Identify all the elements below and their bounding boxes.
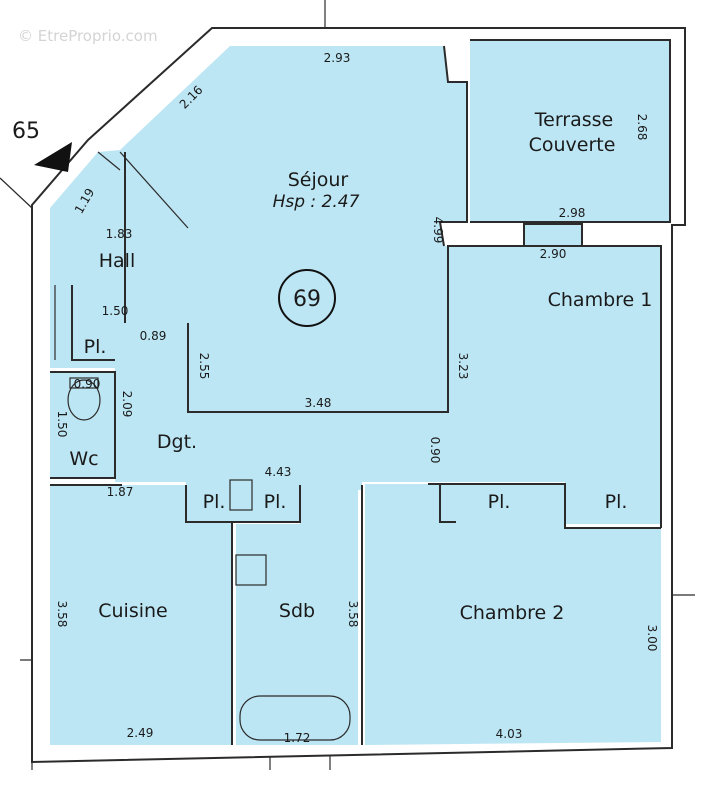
door-entry xyxy=(97,151,121,171)
terrasse-room xyxy=(470,40,670,222)
sejour-room xyxy=(120,46,467,412)
wall-terrasse-step xyxy=(523,223,583,246)
wc-room xyxy=(50,372,115,478)
dim-1-72: 1.72 xyxy=(284,731,311,745)
dim-1-83: 1.83 xyxy=(106,227,133,241)
wall-sejour-east xyxy=(438,45,468,247)
dim-3-58-cuisine: 3.58 xyxy=(55,601,69,628)
wall-chambre2-north xyxy=(428,483,661,529)
dim-2-68: 2.68 xyxy=(635,114,649,141)
dim-3-58-sdb: 3.58 xyxy=(346,601,360,628)
toilet-fixture xyxy=(67,379,101,421)
dim-0-90-wc: 0.90 xyxy=(74,377,101,391)
watermark-text: © EtreProprio.com xyxy=(18,27,158,45)
label-wc: Wc xyxy=(69,448,98,470)
label-dgt: Dgt. xyxy=(157,431,197,453)
dim-4-03: 4.03 xyxy=(496,727,523,741)
wall-placards xyxy=(185,485,301,523)
sink-fixture xyxy=(235,554,267,586)
dim-1-87: 1.87 xyxy=(107,485,134,499)
dim-1-50-wc: 1.50 xyxy=(55,411,69,438)
label-chambre1: Chambre 1 xyxy=(548,289,653,311)
sdb-room xyxy=(236,490,358,745)
dim-3-00: 3.00 xyxy=(645,625,659,652)
label-sejour-height: Hsp : 2.47 xyxy=(273,192,360,212)
chambre2-room xyxy=(365,484,661,745)
wall-chambre2-closet xyxy=(439,484,456,523)
cuisine-room xyxy=(50,485,232,745)
wall-sejour-south xyxy=(187,245,662,528)
apartment-number-circle xyxy=(278,269,336,327)
dim-2-98: 2.98 xyxy=(559,206,586,220)
dgt-room xyxy=(115,323,448,522)
chambre1-room xyxy=(448,224,661,524)
door-swing-sejour xyxy=(119,151,189,229)
label-cuisine: Cuisine xyxy=(98,600,168,622)
dim-3-23: 3.23 xyxy=(456,353,470,380)
label-terrasse-line1: Terrasse xyxy=(534,109,614,131)
dim-2-09: 2.09 xyxy=(120,391,134,418)
label-hall: Hall xyxy=(99,250,136,272)
label-chambre2: Chambre 2 xyxy=(460,602,565,624)
dim-2-49: 2.49 xyxy=(127,726,154,740)
closet-insert xyxy=(229,479,253,511)
label-terrasse-line2: Couverte xyxy=(529,134,616,156)
dim-3-48: 3.48 xyxy=(305,396,332,410)
hall-room xyxy=(50,150,125,368)
dim-2-90: 2.90 xyxy=(540,247,567,261)
wall-terrasse xyxy=(470,39,671,223)
dim-4-43: 4.43 xyxy=(265,465,292,479)
label-sejour: Séjour xyxy=(288,169,349,191)
apartment-number: 69 xyxy=(293,287,321,312)
label-placard-dgt-1: Pl. xyxy=(203,491,226,513)
orientation-arrow-icon xyxy=(34,142,72,172)
wall-hall-placard xyxy=(71,285,115,361)
label-placard-chambre2: Pl. xyxy=(488,491,511,513)
bathtub-fixture xyxy=(239,695,351,741)
dim-1-50-hall: 1.50 xyxy=(102,304,129,318)
dim-2-93: 2.93 xyxy=(324,51,351,65)
label-sdb: Sdb xyxy=(279,600,315,622)
label-placard-hall: Pl. xyxy=(84,336,107,358)
dim-4-99: 4.99 xyxy=(431,217,445,244)
wall-wc xyxy=(50,371,116,479)
dim-0-89: 0.89 xyxy=(140,329,167,343)
dim-2-55: 2.55 xyxy=(197,353,211,380)
orientation-number: 65 xyxy=(12,119,40,144)
toilet-tank xyxy=(69,377,99,389)
label-placard-dgt-2: Pl. xyxy=(264,491,287,513)
label-placard-chambre1: Pl. xyxy=(605,491,628,513)
exterior-line-left xyxy=(0,177,33,209)
dim-0-90-dgt: 0.90 xyxy=(428,437,442,464)
